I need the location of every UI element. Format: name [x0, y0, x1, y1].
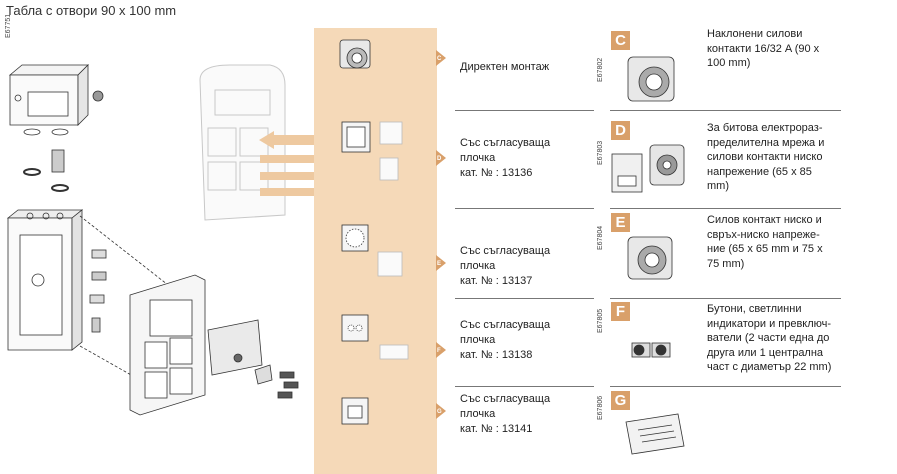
figure-code-d: E67803 — [597, 140, 604, 165]
right-item-d-line-4: напрежение (65 x 85 — [707, 165, 812, 178]
options-band — [314, 28, 437, 474]
socket-c-icon — [339, 39, 371, 69]
right-item-e-line-4: 75 mm) — [707, 257, 745, 270]
right-item-d-line-1: За битова електрораз- — [707, 122, 823, 134]
right-item-f-line-1: Бутони, светлинни — [707, 303, 802, 315]
low-voltage-socket-icon — [627, 236, 673, 280]
middle-item-f-line-1: Със съгласуваща — [460, 319, 551, 331]
right-divider-4 — [610, 386, 841, 387]
middle-item-d-line-3: кат. № : 13136 — [460, 167, 533, 179]
right-item-c-line-2: контакти 16/32 A (90 x — [707, 42, 820, 55]
band-product-images — [339, 39, 409, 425]
svg-text:C: C — [437, 56, 442, 62]
right-item-d-line-2: пределителна мрежа и — [707, 136, 825, 149]
svg-text:D: D — [437, 156, 442, 162]
right-divider-3 — [610, 298, 841, 299]
right-divider-2 — [610, 208, 841, 209]
middle-divider-2 — [455, 208, 594, 209]
right-item-d-line-3: силови контакти ниско — [707, 151, 823, 163]
middle-item-f-line-2: плочка — [460, 334, 496, 346]
right-item-e-line-3: ние (65 x 65 mm и 75 x — [707, 243, 823, 255]
letter-badge-e: E — [611, 213, 630, 232]
label-plate-icon — [625, 413, 685, 455]
middle-divider-1 — [455, 110, 594, 111]
svg-text:E: E — [437, 261, 441, 267]
svg-text:G: G — [437, 409, 442, 415]
middle-divider-4 — [455, 386, 594, 387]
middle-item-e-line-2: плочка — [460, 260, 496, 272]
right-item-d-text: За битова електрораз- пределителна мрежа… — [707, 121, 852, 194]
right-item-f-line-2: индикатори и превключ- — [707, 317, 832, 330]
middle-item-c-line-1: Директен монтаж — [460, 61, 550, 73]
letter-badge-f: F — [611, 302, 630, 321]
page-title: Табла с отвори 90 x 100 mm — [6, 3, 177, 18]
middle-divider-3 — [455, 298, 594, 299]
middle-item-d-line-2: плочка — [460, 152, 496, 164]
middle-item-g-line-2: плочка — [460, 408, 496, 420]
right-item-d-line-5: mm) — [707, 180, 729, 192]
figure-code-e: E67804 — [597, 225, 604, 250]
middle-item-g: Със съгласуваща плочка кат. № : 13141 — [460, 392, 550, 437]
middle-item-e: Със съгласуваща плочка кат. № : 13137 — [460, 244, 550, 289]
middle-item-g-line-3: кат. № : 13141 — [460, 423, 533, 435]
tilted-socket-icon — [627, 56, 675, 102]
right-item-e-text: Силов контакт ниско и свръх-ниско напреж… — [707, 213, 852, 271]
enclosure-exploded-illustration — [6, 64, 299, 416]
middle-item-f-line-3: кат. № : 13138 — [460, 349, 533, 361]
middle-item-g-line-1: Със съгласуваща — [460, 393, 551, 405]
right-item-e-line-2: свръх-ниско напреже- — [707, 228, 820, 241]
push-buttons-icon — [631, 342, 671, 358]
figure-code-c: E67802 — [597, 57, 604, 82]
svg-text:F: F — [437, 348, 441, 354]
right-item-f-text: Бутони, светлинни индикатори и превключ-… — [707, 302, 852, 375]
letter-badge-g: G — [611, 391, 630, 410]
middle-item-f: Със съгласуваща плочка кат. № : 13138 — [460, 318, 550, 363]
faded-panel-illustration — [199, 64, 315, 221]
letter-badge-d: D — [611, 121, 630, 140]
letter-badge-c: C — [611, 31, 630, 50]
right-item-f-line-3: ватели (2 части една до — [707, 332, 830, 344]
right-item-c-line-3: 100 mm) — [707, 57, 751, 69]
middle-item-c: Директен монтаж — [460, 60, 549, 75]
middle-item-e-line-3: кат. № : 13137 — [460, 275, 533, 287]
middle-item-d: Със съгласуваща плочка кат. № : 13136 — [460, 136, 550, 181]
right-item-c-line-1: Наклонени силови — [707, 28, 803, 40]
band-letter-tabs: C D E F G — [436, 50, 446, 419]
right-item-f-line-4: друга или 1 централна — [707, 346, 824, 359]
right-item-c-text: Наклонени силови контакти 16/32 A (90 x … — [707, 27, 852, 71]
right-item-e-line-1: Силов контакт ниско и — [707, 214, 822, 226]
middle-item-e-line-1: Със съгласуваща — [460, 245, 551, 257]
middle-item-d-line-1: Със съгласуваща — [460, 137, 551, 149]
figure-code-g: E67806 — [597, 395, 604, 420]
right-divider-1 — [610, 110, 841, 111]
right-item-f-line-5: част с диаметър 22 mm) — [707, 361, 832, 373]
figure-code-f: E67805 — [597, 308, 604, 333]
distribution-devices-icon — [611, 144, 685, 193]
